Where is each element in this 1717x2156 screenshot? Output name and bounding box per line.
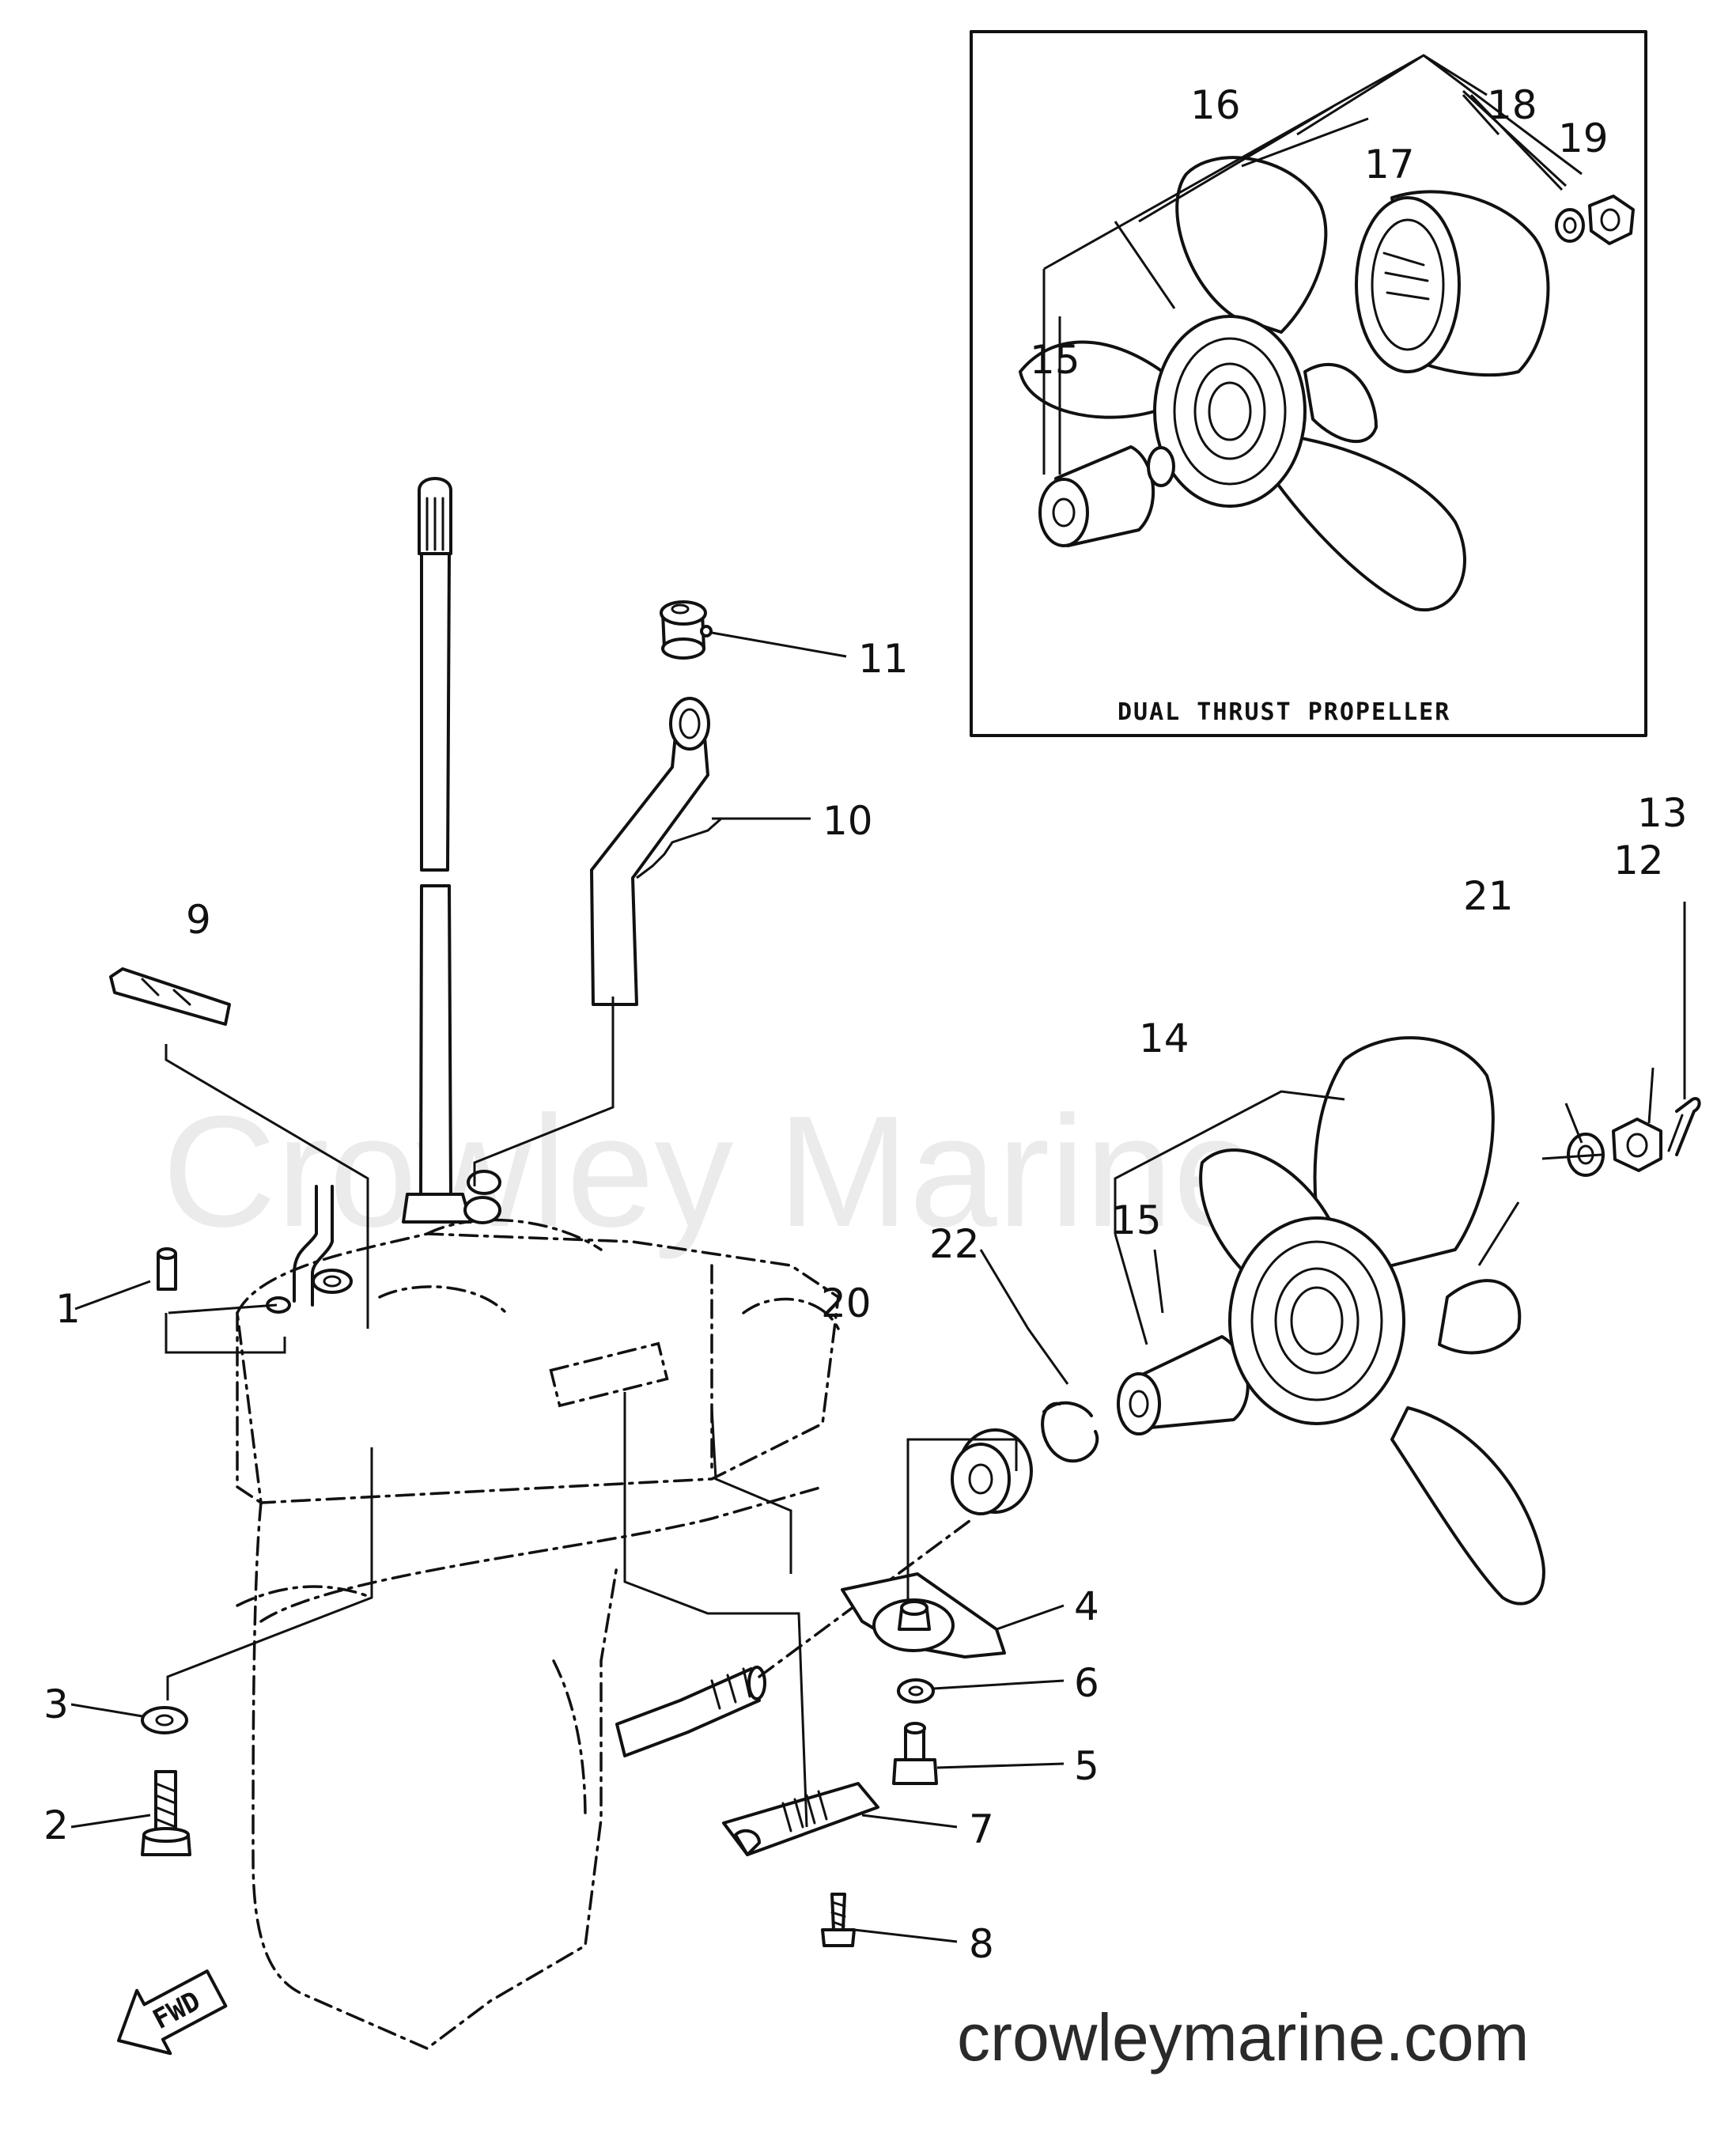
callout-20: 20 xyxy=(821,1280,872,1326)
callout-11: 11 xyxy=(858,636,909,682)
part-2-bolt xyxy=(141,1770,191,1856)
inset-thrust-cone xyxy=(1355,190,1550,377)
callout-10: 10 xyxy=(823,798,873,844)
callout-22: 22 xyxy=(929,1221,980,1267)
callout-15-inset: 15 xyxy=(1030,337,1080,383)
callout-2: 2 xyxy=(43,1802,69,1848)
part-12-castle-nut xyxy=(1612,1118,1662,1172)
callout-14: 14 xyxy=(1139,1016,1189,1061)
callout-19: 19 xyxy=(1558,115,1609,161)
callout-18: 18 xyxy=(1487,82,1537,128)
inset-nut xyxy=(1588,195,1635,245)
watermark-text: Crowley Marine xyxy=(162,1084,1261,1260)
callout-12: 12 xyxy=(1613,838,1664,883)
inset-bushing xyxy=(1038,445,1175,547)
callout-5: 5 xyxy=(1074,1743,1099,1789)
callout-9: 9 xyxy=(186,897,211,943)
dual-thrust-propeller-inset: 16 17 18 19 15 DUAL THRUST PROPELLER xyxy=(970,30,1647,737)
callout-7: 7 xyxy=(969,1806,994,1852)
inset-washer xyxy=(1555,208,1585,243)
leader-lines xyxy=(70,631,1686,1943)
site-label: crowleymarine.com xyxy=(957,2000,1530,2075)
housing-water-tube xyxy=(266,1185,353,1314)
inset-frame xyxy=(970,30,1647,737)
fwd-label: FWD xyxy=(148,1985,206,2036)
part-8-screw xyxy=(821,1893,856,1947)
part-4-trim-tab xyxy=(841,1572,1006,1659)
callout-21: 21 xyxy=(1463,873,1514,919)
callout-6: 6 xyxy=(1074,1660,1099,1706)
callout-17: 17 xyxy=(1364,142,1415,187)
callout-16: 16 xyxy=(1190,82,1241,128)
part-1-dowel-pin xyxy=(157,1247,177,1291)
drive-shaft xyxy=(402,477,501,1224)
part-5-bolt xyxy=(892,1722,938,1785)
callout-8: 8 xyxy=(969,1921,994,1967)
part-9-plate xyxy=(109,967,231,1026)
callout-1: 1 xyxy=(55,1286,81,1332)
inset-caption: DUAL THRUST PROPELLER xyxy=(1118,698,1450,726)
lower-unit-housing xyxy=(236,1218,840,2051)
inset-propeller xyxy=(1019,156,1466,612)
callout-4: 4 xyxy=(1074,1583,1099,1629)
callout-15: 15 xyxy=(1111,1197,1162,1243)
part-7-anode-plate xyxy=(722,1782,879,1856)
callout-13: 13 xyxy=(1637,790,1688,836)
forward-direction-arrow: FWD xyxy=(117,1969,228,2056)
callout-3: 3 xyxy=(43,1681,69,1727)
part-10-water-tube xyxy=(590,697,710,1006)
part-6-washer xyxy=(897,1678,935,1704)
part-13-cotter-pin xyxy=(1667,1097,1701,1156)
part-11-grommet xyxy=(660,600,713,660)
part-22-snap-ring xyxy=(1041,1401,1099,1463)
part-20-thrust-washer xyxy=(951,1428,1033,1515)
part-14-propeller xyxy=(1199,1036,1545,1606)
part-3-washer xyxy=(141,1706,188,1734)
